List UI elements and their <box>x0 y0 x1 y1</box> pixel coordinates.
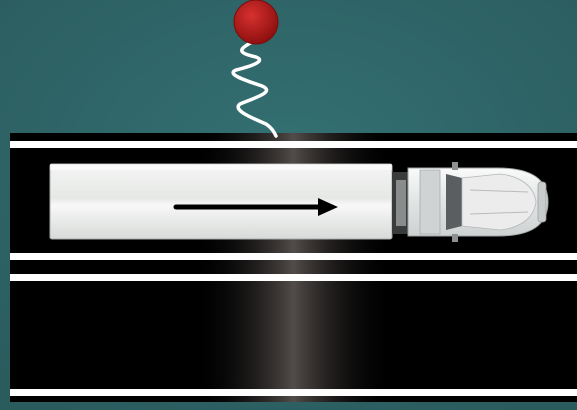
cab-sleeper <box>420 170 440 234</box>
lane-line-middle-upper <box>10 253 577 260</box>
trailer-highlight <box>50 164 392 170</box>
lane-line-middle-lower <box>10 274 577 281</box>
coupling-plate <box>396 180 406 226</box>
trailer <box>50 164 392 239</box>
grille <box>538 182 546 222</box>
lane-line-bottom <box>10 389 577 396</box>
red-ball-icon <box>234 0 278 44</box>
windshield <box>446 174 462 230</box>
mirror-right <box>452 234 458 242</box>
semi-truck-icon <box>50 162 548 242</box>
hood <box>462 174 536 230</box>
lane-line-top <box>10 141 577 148</box>
mirror-left <box>452 162 458 170</box>
